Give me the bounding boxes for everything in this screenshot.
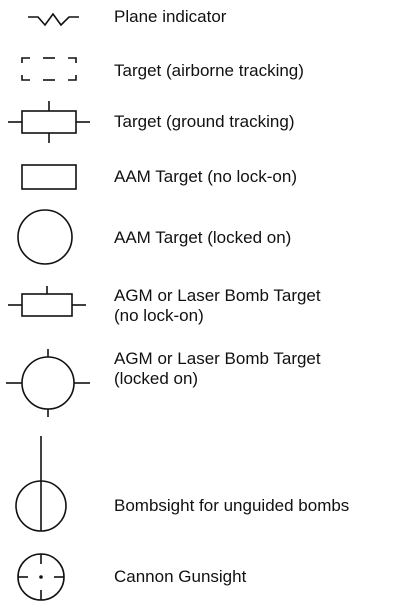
agm-no-lock-box-icon: [0, 280, 100, 340]
legend-row-agm-locked: AGM or Laser Bomb Target (locked on): [0, 345, 410, 425]
legend-row-bombsight: Bombsight for unguided bombs: [0, 430, 410, 540]
bombsight-icon: [0, 430, 100, 540]
legend-label-agm-no-lock: AGM or Laser Bomb Target (no lock-on): [114, 286, 321, 326]
aam-no-lock-box-icon: [0, 160, 100, 200]
legend-label-agm-locked-line2: (locked on): [114, 369, 199, 388]
legend-label-ground-tracking: Target (ground tracking): [114, 112, 295, 131]
legend-row-agm-no-lock: AGM or Laser Bomb Target (no lock-on): [0, 280, 410, 340]
legend-row-airborne-tracking: Target (airborne tracking): [0, 50, 410, 90]
legend-row-plane-indicator: Plane indicator: [0, 0, 410, 40]
legend-label-agm-locked-line1: AGM or Laser Bomb Target: [114, 349, 321, 368]
cannon-gunsight-icon: [0, 540, 100, 610]
legend-label-agm-no-lock-line1: AGM or Laser Bomb Target: [114, 286, 321, 305]
legend-label-agm-locked: AGM or Laser Bomb Target (locked on): [114, 349, 321, 389]
legend-label-cannon-gunsight: Cannon Gunsight: [114, 567, 247, 586]
aam-locked-circle-icon: [0, 205, 100, 275]
plane-indicator-icon: [0, 0, 100, 40]
ground-tracking-box-icon: [0, 95, 100, 150]
legend-label-aam-locked: AAM Target (locked on): [114, 228, 292, 247]
legend-label-aam-no-lock: AAM Target (no lock-on): [114, 167, 297, 186]
legend-row-aam-locked: AAM Target (locked on): [0, 205, 410, 275]
legend-row-cannon-gunsight: Cannon Gunsight: [0, 540, 410, 610]
legend-label-airborne-tracking: Target (airborne tracking): [114, 61, 304, 80]
legend-row-aam-no-lock: AAM Target (no lock-on): [0, 160, 410, 200]
legend-label-bombsight: Bombsight for unguided bombs: [114, 496, 350, 515]
legend-label-agm-no-lock-line2: (no lock-on): [114, 306, 204, 325]
airborne-tracking-box-icon: [0, 50, 100, 90]
legend-row-ground-tracking: Target (ground tracking): [0, 95, 410, 150]
agm-locked-circle-icon: [0, 345, 100, 425]
legend-label-plane-indicator: Plane indicator: [114, 7, 227, 26]
